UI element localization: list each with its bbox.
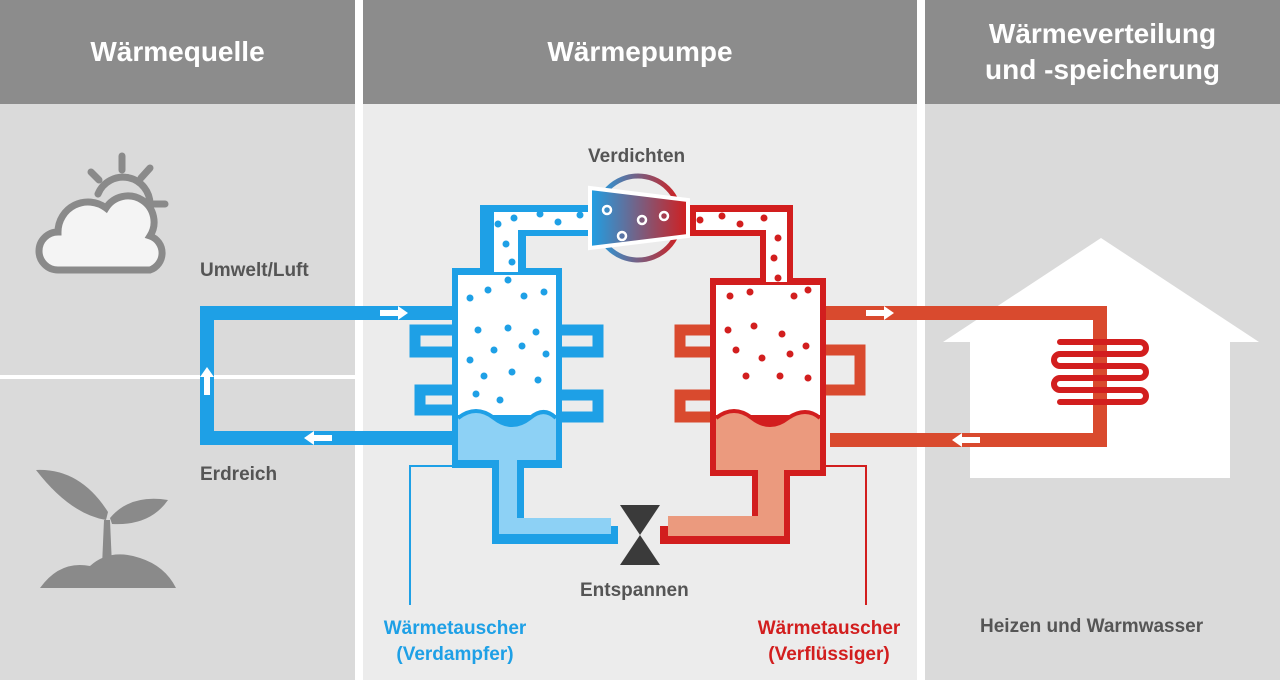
environment-air-label: Umwelt/Luft [200, 260, 309, 281]
ground-label: Erdreich [200, 464, 278, 485]
arrow-right-icon [380, 306, 408, 320]
cold-refrigerant-dots [466, 210, 584, 404]
heat-pump-title: Wärmepumpe [547, 36, 733, 67]
expansion-valve-icon [620, 505, 660, 565]
evaporator-label-line2: (Verdampfer) [396, 644, 514, 665]
condenser-label-line2: (Verflüssiger) [768, 644, 890, 665]
flow-arrows [200, 306, 980, 447]
condenser-label: Wärmetauscher (Verflüssiger) [744, 616, 914, 668]
expansion-label: Entspannen [580, 580, 689, 601]
arrow-left-icon [952, 433, 980, 447]
heating-label: Heizen und Warmwasser [980, 616, 1204, 637]
distribution-header: Wärmeverteilung und -speicherung [925, 0, 1280, 104]
compressor-label: Verdichten [588, 146, 686, 167]
plant-icon [36, 469, 176, 588]
arrow-right-icon [752, 392, 780, 406]
distribution-title-line2: und -speicherung [985, 54, 1220, 85]
arrow-right-icon [490, 392, 518, 406]
hot-refrigerant-dots [696, 212, 812, 382]
distribution-title: Wärmeverteilung und -speicherung [985, 16, 1220, 88]
heat-source-header: Wärmequelle [0, 0, 355, 104]
evaporator-label: Wärmetauscher (Verdampfer) [370, 616, 540, 668]
radiator-coil-icon [1051, 339, 1149, 405]
evaporator-label-line1: Wärmetauscher [383, 618, 527, 639]
evaporator-leader-line [409, 465, 452, 605]
heat-source-title: Wärmequelle [90, 36, 265, 67]
arrow-right-icon [866, 306, 894, 320]
arrow-up-icon [200, 367, 214, 395]
condenser-label-line1: Wärmetauscher [757, 618, 901, 639]
distribution-title-line1: Wärmeverteilung [988, 18, 1217, 49]
compressor-icon [588, 173, 690, 263]
heat-pump-header: Wärmepumpe [363, 0, 917, 104]
arrow-left-icon [304, 431, 332, 445]
evaporator [452, 205, 618, 544]
condenser-leader-line [826, 465, 867, 605]
sun-cloud-icon [35, 152, 169, 274]
